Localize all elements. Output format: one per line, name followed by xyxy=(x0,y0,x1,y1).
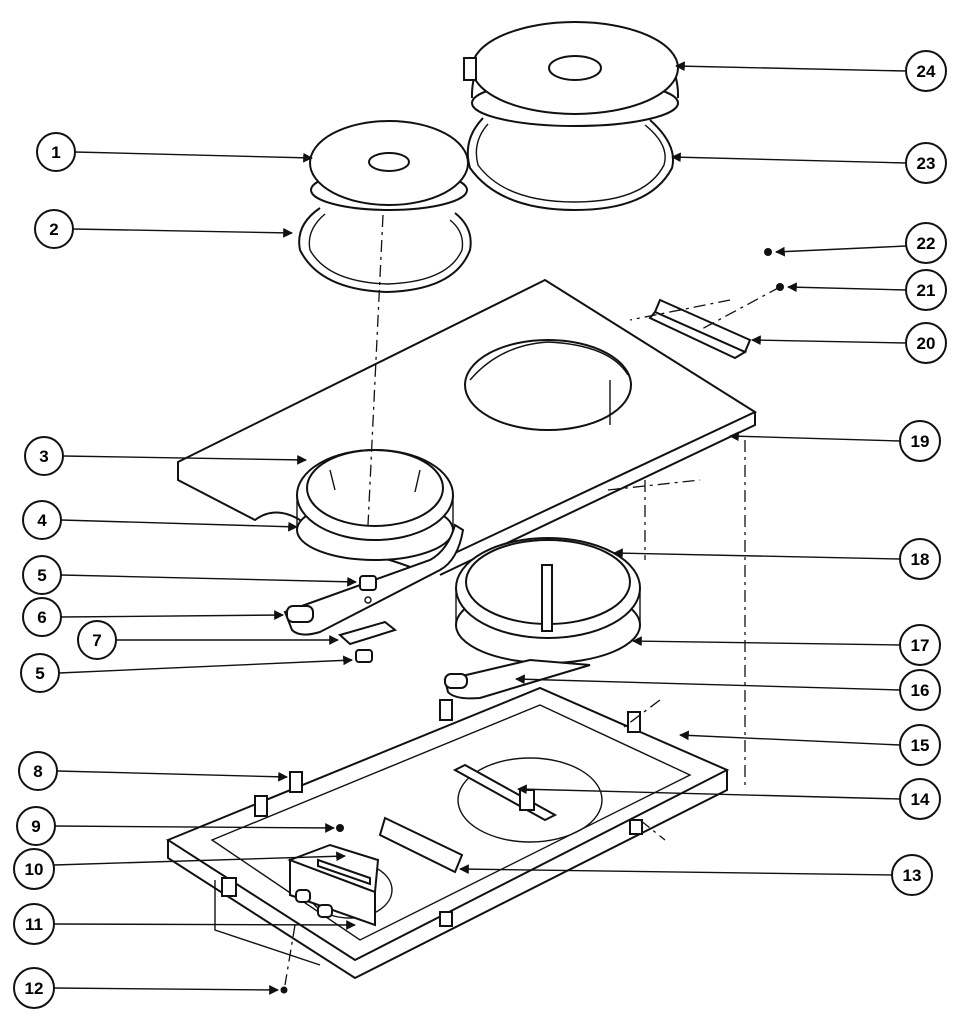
part-15-base-pan xyxy=(165,686,730,980)
svg-text:24: 24 xyxy=(917,62,936,81)
callout-7: 7 xyxy=(77,620,339,660)
svg-text:20: 20 xyxy=(917,334,936,353)
callout-2: 2 xyxy=(34,209,293,249)
part-20-channel-bracket xyxy=(648,298,752,360)
part-22-screw xyxy=(764,248,772,256)
callout-21: 21 xyxy=(787,269,947,311)
alignment-lines xyxy=(284,214,781,986)
part-9-screw xyxy=(336,824,344,832)
part-7-washer xyxy=(337,620,398,646)
svg-text:1: 1 xyxy=(51,143,60,162)
callout-5-lower: 5 xyxy=(20,653,353,693)
callout-23: 23 xyxy=(671,142,947,184)
callout-9: 9 xyxy=(16,806,335,846)
svg-text:17: 17 xyxy=(911,636,930,655)
part-24-large-burner-cap xyxy=(463,20,680,127)
callout-12: 12 xyxy=(13,967,279,1009)
svg-text:19: 19 xyxy=(911,432,930,451)
svg-text:8: 8 xyxy=(33,762,42,781)
callout-6: 6 xyxy=(22,597,284,637)
svg-text:15: 15 xyxy=(911,736,930,755)
part-13-terminal-plate xyxy=(378,816,464,874)
part-5-nut-upper xyxy=(359,575,377,604)
part-6-bracket xyxy=(283,523,465,636)
part-14-support-bar xyxy=(452,763,558,822)
callout-14: 14 xyxy=(517,778,941,820)
callout-15: 15 xyxy=(679,724,941,766)
callout-11: 11 xyxy=(13,903,356,945)
callout-13: 13 xyxy=(459,854,933,896)
svg-text:12: 12 xyxy=(25,979,44,998)
svg-text:23: 23 xyxy=(917,154,936,173)
callout-24: 24 xyxy=(675,50,947,92)
callout-4: 4 xyxy=(22,500,298,540)
svg-text:5: 5 xyxy=(35,664,44,683)
part-17-18-large-burner-ring xyxy=(455,537,641,664)
callout-19: 19 xyxy=(729,420,941,462)
part-1-small-burner-cap xyxy=(309,120,469,211)
callout-3: 3 xyxy=(24,436,307,476)
svg-text:14: 14 xyxy=(911,790,930,809)
svg-text:10: 10 xyxy=(25,860,44,879)
callout-18: 18 xyxy=(613,538,941,580)
svg-text:16: 16 xyxy=(911,681,930,700)
svg-text:9: 9 xyxy=(31,817,40,836)
svg-text:4: 4 xyxy=(37,511,47,530)
callout-8: 8 xyxy=(18,751,288,791)
callout-22: 22 xyxy=(775,222,947,264)
callout-5-upper: 5 xyxy=(22,555,357,595)
svg-text:7: 7 xyxy=(92,631,101,650)
callout-20: 20 xyxy=(751,322,947,364)
svg-text:21: 21 xyxy=(917,281,936,300)
callout-17: 17 xyxy=(632,624,941,666)
part-3-4-small-burner-ring xyxy=(296,449,454,561)
svg-text:5: 5 xyxy=(37,566,46,585)
svg-text:3: 3 xyxy=(39,447,48,466)
svg-text:13: 13 xyxy=(903,866,922,885)
callout-1: 1 xyxy=(36,132,313,172)
svg-text:22: 22 xyxy=(917,234,936,253)
svg-text:2: 2 xyxy=(49,220,58,239)
part-5-nut-lower xyxy=(355,649,373,663)
part-23-large-trim-ring xyxy=(466,117,674,212)
svg-text:11: 11 xyxy=(25,915,43,934)
part-12-screw xyxy=(280,986,288,994)
callout-16: 16 xyxy=(515,669,941,711)
callout-10: 10 xyxy=(13,848,346,890)
svg-text:6: 6 xyxy=(37,608,46,627)
part-2-small-trim-ring xyxy=(298,207,472,294)
svg-text:18: 18 xyxy=(911,550,930,569)
